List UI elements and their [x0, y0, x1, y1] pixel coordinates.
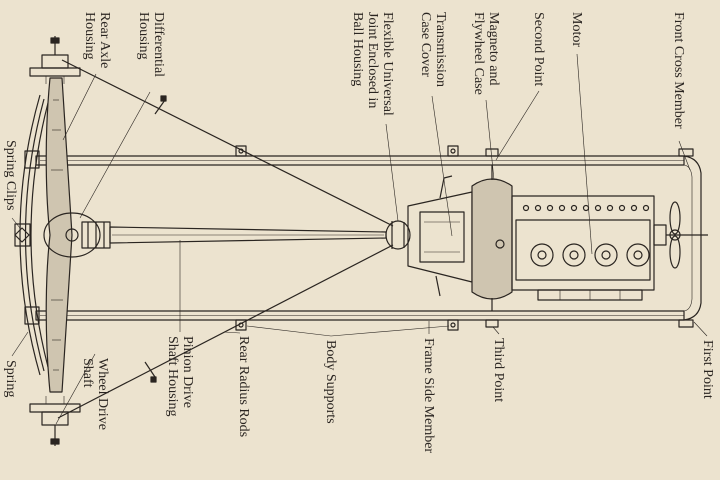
leader-body-supports-right	[330, 325, 450, 337]
leader-first-point	[693, 321, 708, 337]
fan	[653, 201, 708, 269]
label-flexible-universal-joint: Flexible Universal Joint Enclosed in Bal…	[350, 12, 395, 116]
label-magneto-flywheel-case: Magneto and Flywheel Case	[471, 12, 501, 95]
leader-front-cross-member	[678, 140, 691, 171]
leader-transmission-case-cover	[431, 95, 453, 237]
leader-motor	[576, 53, 593, 255]
frame-side-member-bottom	[35, 310, 685, 321]
leader-third-point	[492, 326, 500, 335]
differential-housing	[43, 212, 111, 258]
label-second-point: Second Point	[531, 12, 546, 87]
leader-rear-radius-rods	[223, 331, 241, 334]
rear-radius-rods	[57, 59, 394, 419]
cylinders	[530, 243, 650, 267]
leader-differential-housing	[79, 91, 151, 219]
leader-body-supports-left	[246, 325, 332, 337]
label-pinion-drive-shaft-housing: Pinion Drive Shaft Housing	[165, 336, 195, 417]
label-spring: Spring	[3, 360, 18, 398]
leader-rear-axle-housing	[62, 73, 97, 141]
front-cross-member	[678, 148, 702, 328]
label-front-cross-member: Front Cross Member	[671, 12, 686, 129]
label-spring-clips: Spring Clips	[3, 140, 18, 211]
leader-second-point	[495, 90, 540, 161]
universal-joint-ball-housing	[385, 220, 411, 250]
wheel-hub-top	[29, 36, 81, 84]
label-rear-axle-housing: Rear Axle Housing	[82, 12, 112, 69]
flywheel-case	[471, 165, 513, 311]
body-supports	[235, 145, 459, 331]
label-transmission-case-cover: Transmission Case Cover	[418, 12, 448, 87]
leader-magneto-flywheel-case	[485, 99, 495, 181]
label-rear-radius-rods: Rear Radius Rods	[236, 336, 251, 438]
label-frame-side-member: Frame Side Member	[421, 338, 436, 454]
leader-flexible-universal-joint	[385, 123, 399, 222]
label-body-supports: Body Supports	[323, 340, 338, 424]
rear-axle-housing	[45, 77, 73, 393]
label-third-point: Third Point	[491, 338, 506, 403]
wheel-hub-bottom	[29, 396, 81, 446]
label-motor: Motor	[569, 12, 584, 47]
label-first-point: First Point	[700, 340, 715, 399]
rear-spring	[19, 94, 49, 376]
leader-spring-clips	[11, 217, 21, 229]
leader-spring	[11, 331, 29, 357]
label-differential-housing: Differential Housing	[136, 12, 166, 78]
transmission-case	[407, 175, 473, 297]
motor	[511, 195, 655, 301]
leader-wheel-drive-shaft	[55, 353, 96, 425]
leader-lines	[11, 53, 708, 425]
spring-clips	[14, 150, 40, 325]
head-bolts	[522, 204, 650, 212]
pinion-drive-shaft-housing	[109, 226, 387, 244]
label-wheel-drive-shaft: Wheel Drive Shaft	[80, 358, 110, 430]
engine-mount-brackets	[485, 148, 499, 328]
frame-side-member-top	[35, 155, 685, 166]
